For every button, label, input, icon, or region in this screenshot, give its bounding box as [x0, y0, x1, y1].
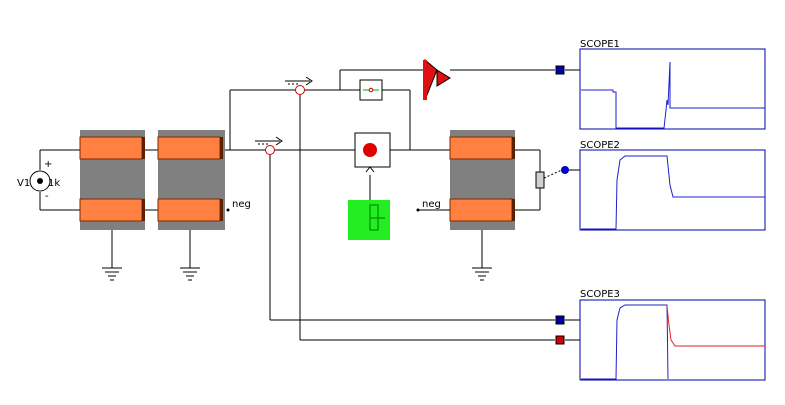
scope3[interactable]: SCOPE3	[579, 289, 766, 381]
scope2[interactable]: SCOPE2	[579, 140, 766, 231]
source-plus: +	[44, 159, 52, 170]
lamp-icon[interactable]	[354, 132, 391, 168]
amplifier-icon[interactable]	[423, 58, 451, 101]
scope3-trace-red	[666, 305, 765, 347]
scope1-title: SCOPE1	[580, 39, 620, 50]
scope1-port[interactable]	[555, 65, 565, 75]
transformer-block-3[interactable]	[449, 130, 515, 230]
ground-icon	[180, 230, 200, 281]
neg-label-right: neg	[422, 199, 441, 210]
transformer-block-2[interactable]	[157, 130, 225, 230]
scope3-port-blue[interactable]	[555, 315, 565, 325]
neg-node-left	[226, 208, 230, 212]
current-sensor-icon[interactable]	[255, 136, 283, 155]
source-minus: -	[45, 191, 49, 202]
scope1[interactable]: SCOPE1	[579, 39, 766, 130]
ground-icon	[102, 230, 122, 281]
probe-icon[interactable]	[535, 166, 580, 189]
scope3-title: SCOPE3	[580, 289, 620, 300]
switch-icon[interactable]	[359, 79, 383, 101]
current-sensor-icon[interactable]	[285, 76, 313, 95]
source-name: V1	[17, 178, 30, 189]
neg-label-left: neg	[232, 199, 251, 210]
transformer-block-1[interactable]	[79, 130, 145, 230]
wires	[39, 69, 580, 341]
voltage-source-icon[interactable]: + - V1 1k	[17, 159, 60, 202]
scope2-title: SCOPE2	[580, 140, 620, 151]
scope2-trace	[581, 155, 765, 230]
source-value: 1k	[48, 178, 60, 189]
scope1-trace	[581, 61, 765, 129]
control-block[interactable]	[348, 200, 390, 240]
scope3-trace-blue	[581, 304, 669, 380]
scope3-port-red[interactable]	[555, 335, 565, 345]
control-arrow	[365, 166, 375, 173]
ground-icon	[472, 230, 492, 281]
